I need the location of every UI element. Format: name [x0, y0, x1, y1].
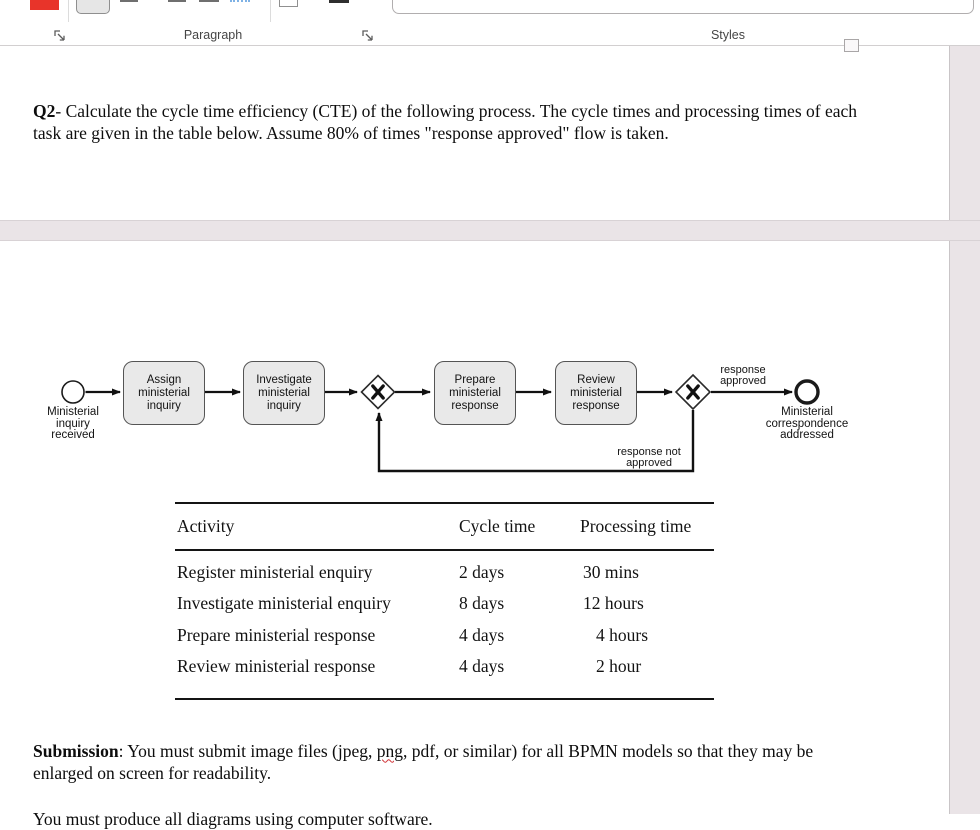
borders-button-partial-icon[interactable]	[329, 0, 349, 3]
produce-paragraph[interactable]: You must produce all diagrams using comp…	[33, 808, 869, 830]
xor-marker-icon	[686, 384, 700, 400]
start-event-label: Ministerial inquiry received	[47, 406, 99, 441]
page-break-gap	[0, 220, 980, 241]
submission-text: : You must submit image files (jpeg,	[118, 740, 377, 761]
styles-gallery[interactable]	[392, 0, 974, 14]
end-event-label: Ministerial correspondence addressed	[765, 406, 849, 441]
cell-cycle: 2 days	[459, 561, 505, 582]
table-row[interactable]: Register ministerial enquiry 2 days 30 m…	[175, 562, 714, 594]
align-button-partial-icon[interactable]	[120, 0, 138, 2]
table-row[interactable]: Review ministerial response 4 days 2 hou…	[175, 656, 714, 688]
question-number: Q2	[33, 100, 56, 121]
table-header-row: Activity Cycle time Processing time	[175, 504, 714, 551]
cell-processing: 2 hour	[596, 656, 642, 676]
start-event-shape	[61, 380, 85, 404]
font-dialog-launcher-icon[interactable]	[54, 30, 66, 42]
task-assign: Assign ministerial inquiry	[123, 361, 205, 425]
xor-marker-icon	[371, 384, 385, 400]
page-right-margin	[949, 46, 980, 814]
cell-activity: Review ministerial response	[177, 656, 376, 676]
paragraph-group-label: Paragraph	[183, 28, 243, 42]
question-paragraph[interactable]: Q2- Calculate the cycle time efficiency …	[33, 100, 867, 145]
task-review: Review ministerial response	[555, 361, 637, 425]
cell-cycle: 4 days	[459, 624, 505, 645]
column-header: Activity	[177, 516, 235, 536]
font-color-button-red-bar[interactable]	[30, 0, 59, 10]
produce-text: You must produce all diagrams using comp…	[33, 808, 433, 829]
task-investigate: Investigate ministerial inquiry	[243, 361, 325, 425]
pressed-toolbar-button[interactable]	[76, 0, 110, 14]
align-button-partial-icon[interactable]	[168, 0, 186, 2]
table-row[interactable]: Prepare ministerial response 4 days 4 ho…	[175, 625, 714, 657]
submission-text: , pdf, or similar) for all BPMN models s…	[33, 740, 814, 783]
ribbon: Paragraph Styles	[0, 0, 980, 46]
cell-cycle: 4 days	[459, 656, 505, 676]
column-header: Processing time	[580, 516, 692, 536]
flow-label-not-approved: response not approved	[617, 446, 681, 469]
table-body: Register ministerial enquiry 2 days 30 m…	[175, 551, 714, 698]
cell-activity: Register ministerial enquiry	[177, 561, 373, 582]
flow-label-approved: response approved	[720, 364, 766, 387]
question-text: - Calculate the cycle time efficiency (C…	[33, 100, 858, 143]
cell-processing: 12 hours	[583, 593, 644, 613]
bpmn-shapes	[61, 373, 820, 473]
ribbon-collapse-button[interactable]	[844, 39, 859, 52]
flow-arrow-not-approved	[375, 410, 695, 473]
cell-activity: Investigate ministerial enquiry	[177, 593, 391, 613]
submission-paragraph[interactable]: Submission: You must submit image files …	[33, 740, 869, 785]
column-header: Cycle time	[459, 516, 536, 536]
table-row[interactable]: Investigate ministerial enquiry 8 days 1…	[175, 593, 714, 625]
cell-cycle: 8 days	[459, 593, 505, 613]
cell-processing: 4 hours	[596, 624, 649, 645]
task-prepare: Prepare ministerial response	[434, 361, 516, 425]
cell-processing: 30 mins	[583, 561, 639, 582]
misspelled-word: png	[376, 740, 403, 761]
styles-group-label: Styles	[710, 28, 746, 42]
align-button-partial-icon[interactable]	[199, 0, 219, 2]
submission-heading: Submission	[33, 740, 119, 761]
end-event-shape	[794, 379, 820, 405]
toolbar-separator	[270, 0, 271, 22]
sort-button-partial-icon[interactable]	[230, 0, 250, 2]
cycle-time-table[interactable]: Activity Cycle time Processing time Regi…	[175, 502, 714, 700]
ribbon-group-separator	[68, 0, 69, 22]
cell-activity: Prepare ministerial response	[177, 624, 376, 645]
shading-button-partial-icon[interactable]	[279, 0, 298, 7]
paragraph-dialog-launcher-icon[interactable]	[362, 30, 374, 42]
